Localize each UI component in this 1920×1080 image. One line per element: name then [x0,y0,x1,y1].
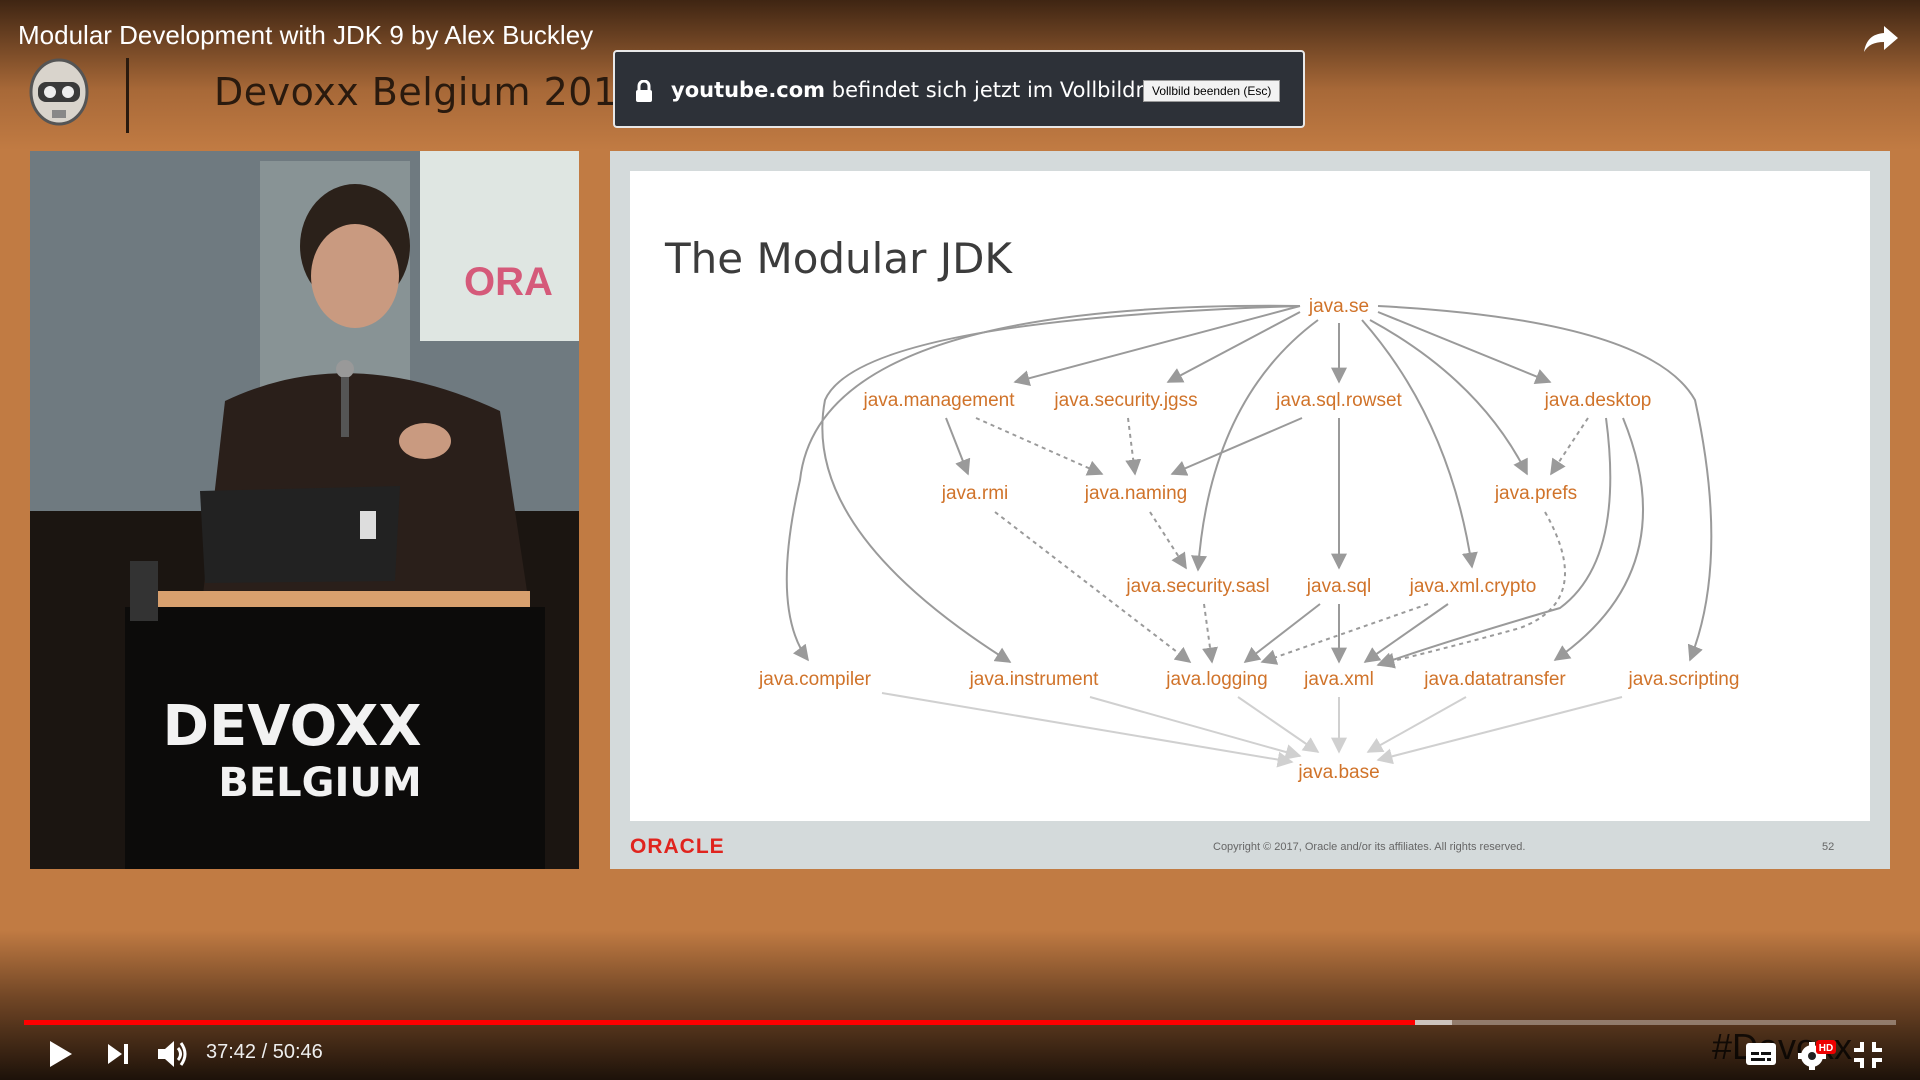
gear-icon: HD [1798,1040,1836,1070]
oracle-logo: ORACLE [630,835,725,858]
time-display: 37:42 / 50:46 [206,1041,323,1064]
duration: 50:46 [272,1041,323,1063]
exit-fullscreen-player-button[interactable] [1852,1040,1884,1070]
share-button[interactable] [1862,20,1902,56]
event-title: Devoxx Belgium 2017 [214,70,643,114]
bottom-gradient [0,930,1920,1080]
subtitles-button[interactable] [1744,1040,1778,1068]
volume-icon [158,1041,187,1067]
subtitles-icon [1746,1043,1776,1065]
time-separator: / [256,1041,273,1063]
volume-button[interactable] [156,1038,190,1070]
play-icon [50,1041,72,1067]
progress-played [24,1020,1415,1025]
fullscreen-message: youtube.com befindet sich jetzt im Vollb… [671,78,1213,102]
video-title[interactable]: Modular Development with JDK 9 by Alex B… [18,20,594,50]
progress-bar[interactable] [24,1020,1896,1025]
fullscreen-notice: youtube.com befindet sich jetzt im Vollb… [613,50,1305,128]
settings-button[interactable]: HD [1796,1038,1836,1072]
fullscreen-domain: youtube.com [671,78,826,102]
podium-belgium-text: BELGIUM [218,760,421,806]
share-icon [1864,26,1898,52]
header-divider [126,58,129,133]
podium-devoxx-text: DEVOXX [162,694,421,759]
lock-icon [636,80,652,102]
exit-fullscreen-button[interactable]: Vollbild beenden (Esc) [1143,80,1281,102]
slide-copyright: Copyright © 2017, Oracle and/or its affi… [1213,841,1526,853]
slide-number: 52 [1822,841,1835,853]
screen-oracle-text: ORA [464,260,553,304]
play-button[interactable] [44,1038,76,1070]
next-button[interactable] [104,1040,134,1068]
skip-next-icon [108,1044,128,1064]
devoxx-robot-logo [26,56,92,130]
exit-fullscreen-icon [1854,1042,1882,1068]
speaker-camera-feed: ORA DEVOXX BELGIUM [30,151,579,869]
current-time: 37:42 [206,1041,257,1063]
hd-badge: HD [1819,1043,1833,1054]
slide-title: The Modular JDK [665,234,1012,283]
